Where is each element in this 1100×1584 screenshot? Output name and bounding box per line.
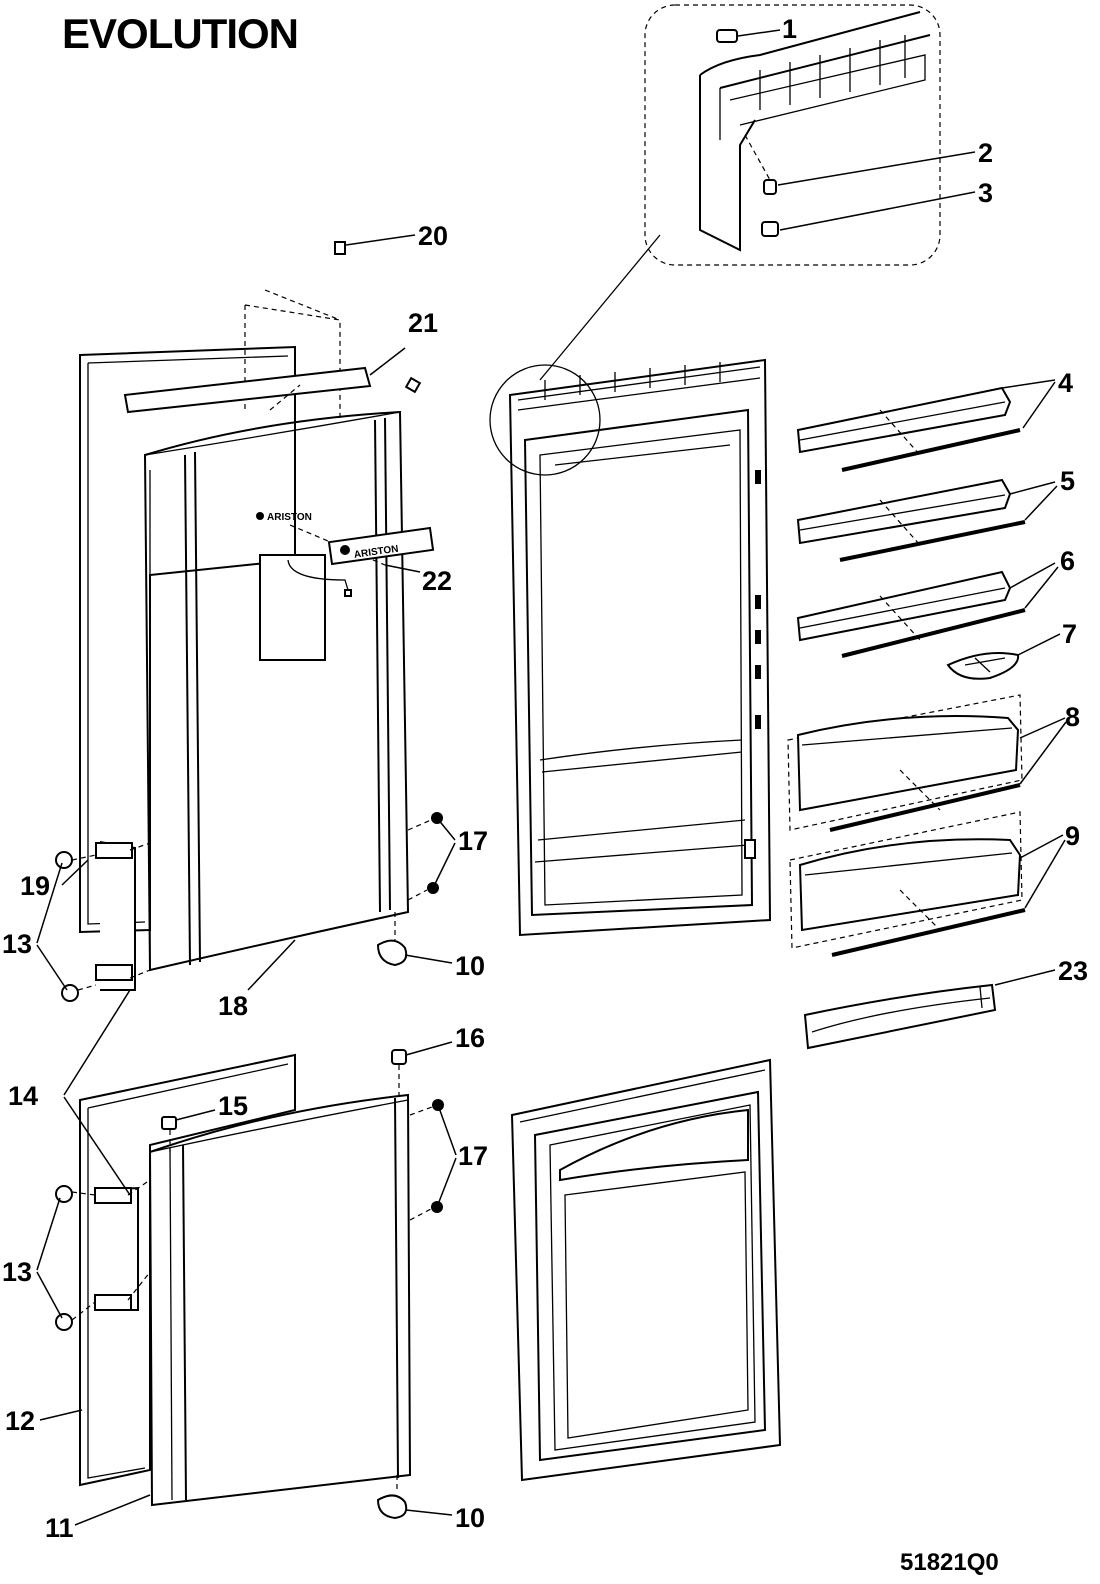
detail-inset [489, 4, 976, 476]
callout-23: 23 [1058, 956, 1088, 986]
callout-21: 21 [408, 308, 438, 338]
callout-8: 8 [1065, 702, 1080, 732]
callout-6: 6 [1060, 546, 1075, 576]
callout-5: 5 [1060, 466, 1075, 496]
lower-door-assembly [55, 1041, 453, 1520]
callout-11: 11 [45, 1513, 74, 1543]
callout-14: 14 [8, 1081, 38, 1111]
callout-4: 4 [1058, 368, 1073, 398]
diagram-title: EVOLUTION [62, 10, 298, 57]
brand-badge-22: ARISTON ARISTON [256, 512, 435, 566]
callout-13-lower: 13 [2, 1257, 32, 1287]
callout-17-lower: 17 [458, 1141, 488, 1171]
callout-12: 12 [5, 1406, 35, 1436]
callout-20: 20 [418, 221, 448, 251]
callout-2: 2 [978, 138, 993, 168]
callout-18: 18 [218, 991, 248, 1021]
upper-door-liner [508, 358, 772, 937]
callout-10-upper: 10 [455, 951, 485, 981]
lower-door-liner [510, 1058, 782, 1482]
callout-10-lower: 10 [455, 1503, 485, 1533]
drawing-code: 51821Q0 [900, 1549, 999, 1576]
callout-leaders [36, 379, 1067, 1526]
callout-17-upper: 17 [458, 826, 488, 856]
callout-19: 19 [20, 871, 50, 901]
upper-door-assembly: ARISTON ARISTON [55, 234, 443, 1002]
callout-3: 3 [978, 178, 993, 208]
callout-numbers: 1 2 3 4 5 6 7 8 9 10 10 11 12 13 13 14 1… [2, 14, 1088, 1543]
callout-7: 7 [1062, 619, 1077, 649]
door-shelves [787, 386, 1026, 1050]
callout-1: 1 [782, 14, 797, 44]
brand-logo-text-small: ARISTON [267, 512, 312, 523]
callout-13-upper: 13 [2, 929, 32, 959]
callout-9: 9 [1065, 821, 1080, 851]
callout-15: 15 [218, 1091, 248, 1121]
callout-22: 22 [422, 566, 452, 596]
callout-16: 16 [455, 1023, 485, 1053]
